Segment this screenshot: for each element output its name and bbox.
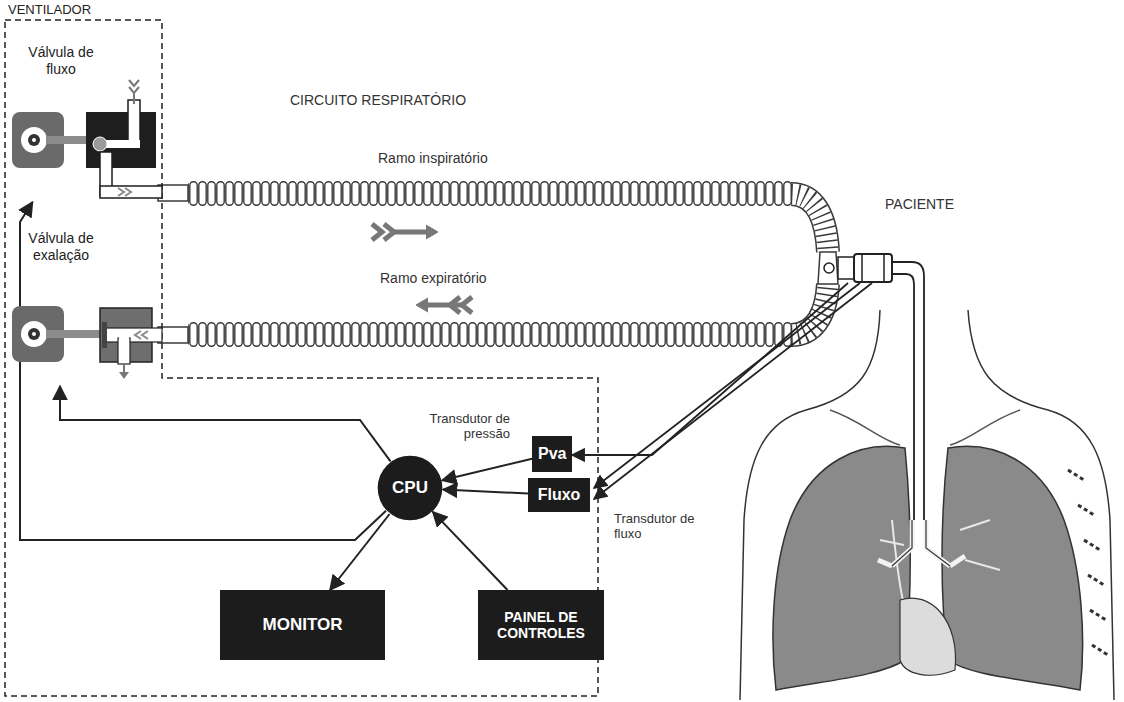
control-panel-box: PAINEL DE CONTROLES — [478, 590, 604, 660]
flow-transducer: Fluxo — [528, 478, 590, 512]
inspiratory-tube — [158, 181, 828, 252]
box-label: CPU — [392, 478, 428, 498]
flow-arrow — [372, 224, 472, 313]
cpu-circle: CPU — [377, 455, 443, 521]
box-label: Fluxo — [538, 486, 581, 504]
pressure-transducer: Pva — [532, 436, 572, 472]
exhalation-valve: Válvula de exalação — [8, 226, 162, 386]
valve-drawing — [8, 40, 162, 202]
box-label: MONITOR — [263, 615, 343, 635]
signal-connector — [20, 202, 386, 540]
limb-label: Ramo expiratório — [380, 270, 540, 286]
valve-heading: Válvula de exalação — [24, 230, 98, 264]
transducer-label: Transdutor de pressão — [410, 412, 510, 442]
expiratory-tube — [158, 284, 828, 348]
signal-connector — [433, 512, 508, 590]
patient-label: PACIENTE — [885, 196, 995, 212]
monitor-box: MONITOR — [220, 590, 385, 660]
flow-valve: Válvula de fluxo — [8, 40, 162, 202]
limb-label: Ramo inspiratório — [378, 150, 538, 166]
box-label: PAINEL DE CONTROLES — [484, 609, 598, 641]
transducer-label: Transdutor de fluxo — [614, 512, 704, 542]
patient-figure — [740, 310, 1114, 700]
housing-heading: VENTILADOR — [6, 2, 93, 17]
y-piece — [818, 252, 892, 284]
signal-connector — [330, 514, 390, 590]
valve-heading: Válvula de fluxo — [24, 44, 98, 78]
box-label: Pva — [538, 445, 566, 463]
circuit-title: CIRCUITO RESPIRATÓRIO — [290, 92, 530, 108]
signal-connector — [443, 490, 528, 494]
signal-connector — [60, 386, 391, 461]
signal-connector — [442, 459, 532, 481]
